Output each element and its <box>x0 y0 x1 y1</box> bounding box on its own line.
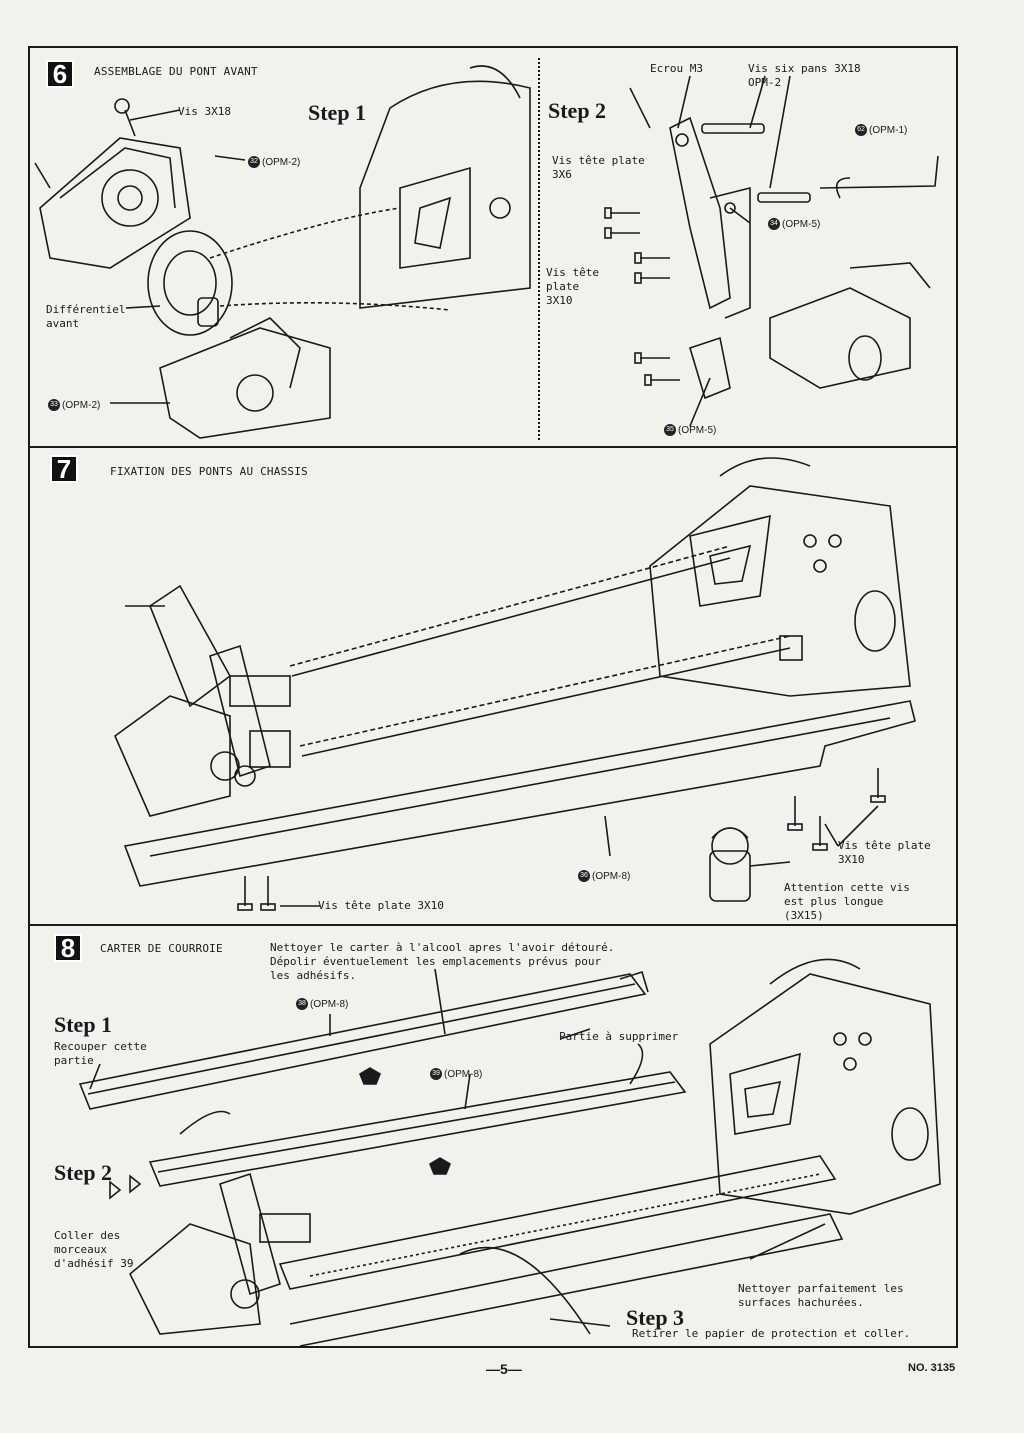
instruction-frame <box>28 46 958 1348</box>
s8-partie-supprimer-label: Partie à supprimer <box>559 1030 679 1043</box>
s6-vis-tete-plate-3x6-label: Vis tête plate 3X6 <box>552 154 645 181</box>
s6-part-32: 32(OPM-2) <box>248 156 300 168</box>
part-number-badge: 35 <box>664 424 676 436</box>
part-number-badge: 38 <box>296 998 308 1010</box>
page-number: —5— <box>486 1361 522 1377</box>
s8-recouper-label: Recouper cette partie <box>54 1040 147 1067</box>
part-code: (OPM-8) <box>592 870 631 882</box>
part-code: (OPM-2) <box>262 156 301 168</box>
part-number-badge: 62 <box>855 124 867 136</box>
part-number-badge: 34 <box>768 218 780 230</box>
s7-attention-label: Attention cette vis est plus longue (3X1… <box>784 881 910 922</box>
s6-differentiel-label: Différentiel avant <box>46 303 126 330</box>
s7-vis-tete-plate-3x10-right-label: Vis tête plate 3X10 <box>838 839 931 866</box>
step-divider-dotted <box>538 58 540 440</box>
s8-coller-label: Coller des morceaux d'adhésif 39 <box>54 1229 134 1270</box>
s8-part-39: 39(OPM-8) <box>430 1068 482 1080</box>
s7-vis-tete-plate-3x10-bottom-label: Vis tête plate 3X10 <box>318 899 444 912</box>
s8-part-38: 38(OPM-8) <box>296 998 348 1010</box>
section-number-6: 6 <box>46 60 74 88</box>
part-code: (OPM-8) <box>310 998 349 1010</box>
s7-chassis-drawing <box>114 457 916 911</box>
s7-part-36: 36(OPM-8) <box>578 870 630 882</box>
s6-ecrou-label: Ecrou M3 <box>650 62 703 75</box>
section-number-7: 7 <box>50 455 78 483</box>
s6-step1-label: Step 1 <box>308 100 367 125</box>
part-code: (OPM-2) <box>62 399 101 411</box>
divider-6-7 <box>30 446 956 448</box>
section-number-8: 8 <box>54 934 82 962</box>
s8-belt-cover-drawing <box>78 958 941 1347</box>
section-title-8: CARTER DE COURROIE <box>100 942 223 955</box>
part-code: (OPM-1) <box>869 124 908 136</box>
divider-7-8 <box>30 924 956 926</box>
s6-part-35: 35(OPM-5) <box>664 424 716 436</box>
s8-retirer-label: Retirer le papier de protection et colle… <box>632 1327 911 1340</box>
s6-vis-3x18-label: Vis 3X18 <box>178 105 231 118</box>
part-number-badge: 33 <box>48 399 60 411</box>
s6-step2-label: Step 2 <box>548 98 607 123</box>
part-number-badge: 39 <box>430 1068 442 1080</box>
s8-nettoyer-carter-label: Nettoyer le carter à l'alcool apres l'av… <box>270 941 615 982</box>
s8-step1-label: Step 1 <box>54 1012 113 1037</box>
s8-step3-label: Step 3 <box>626 1305 685 1330</box>
document-number: NO. 3135 <box>908 1362 956 1374</box>
section-title-6: ASSEMBLAGE DU PONT AVANT <box>94 65 258 78</box>
s8-nettoyer-surfaces-label: Nettoyer parfaitement les surfaces hachu… <box>738 1282 904 1309</box>
section-title-7: FIXATION DES PONTS AU CHASSIS <box>110 465 308 478</box>
part-code: (OPM-8) <box>444 1068 483 1080</box>
s6-part-34: 34(OPM-5) <box>768 218 820 230</box>
s6-vis-six-pans-label: Vis six pans 3X18 OPM-2 <box>748 62 861 89</box>
s6-part-62: 62(OPM-1) <box>855 124 907 136</box>
part-code: (OPM-5) <box>678 424 717 436</box>
part-number-badge: 32 <box>248 156 260 168</box>
s6-vis-tete-plate-3x10-label: Vis tête plate 3X10 <box>546 266 599 307</box>
s6-part-33: 33(OPM-2) <box>48 399 100 411</box>
part-number-badge: 36 <box>578 870 590 882</box>
s8-step2-label: Step 2 <box>54 1160 113 1185</box>
s6-assembly-drawing <box>34 65 939 439</box>
part-code: (OPM-5) <box>782 218 821 230</box>
